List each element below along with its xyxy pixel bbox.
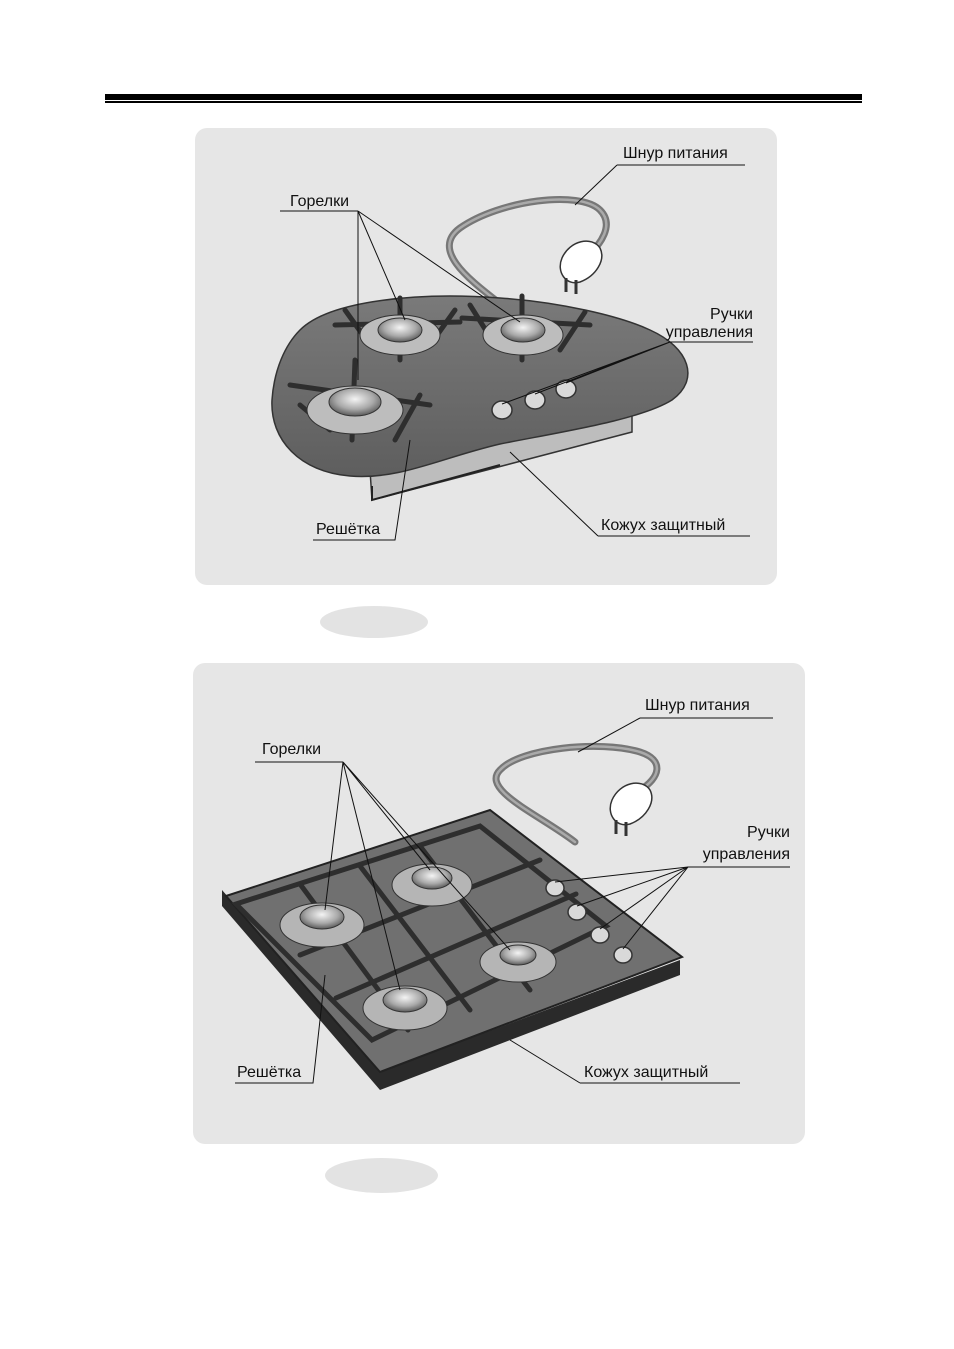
fig2-label-burners: Горелки [262, 741, 321, 759]
fig2-burner-3 [480, 942, 556, 982]
fig1-burner-2 [483, 315, 563, 355]
fig2-burner-2 [392, 864, 472, 906]
fig1-label-burners: Горелки [290, 193, 349, 211]
fig1-label-grate: Решётка [316, 521, 380, 539]
fig2-burner-4 [363, 986, 447, 1030]
fig2-burner-1 [280, 903, 364, 947]
fig2-label-grate: Решётка [237, 1064, 301, 1082]
fig1-label-power-cord: Шнур питания [623, 145, 728, 163]
fig1-label-knobs-line2: управления [660, 324, 753, 342]
fig1-plug [560, 241, 602, 294]
fig1-burner-1 [360, 315, 440, 355]
fig1-label-cover: Кожух защитный [601, 517, 725, 535]
fig1-burner-3 [307, 386, 403, 434]
fig1-label-knobs-line1: Ручки [690, 306, 753, 324]
figure-1-hob [272, 165, 753, 540]
fig2-label-knobs-line1: Ручки [720, 824, 790, 842]
fig2-label-cover: Кожух защитный [584, 1064, 708, 1082]
fig2-label-power-cord: Шнур питания [645, 697, 750, 715]
fig2-label-knobs-line2: управления [680, 846, 790, 864]
figure-2-hob [222, 718, 790, 1090]
fig2-plug [610, 783, 652, 836]
